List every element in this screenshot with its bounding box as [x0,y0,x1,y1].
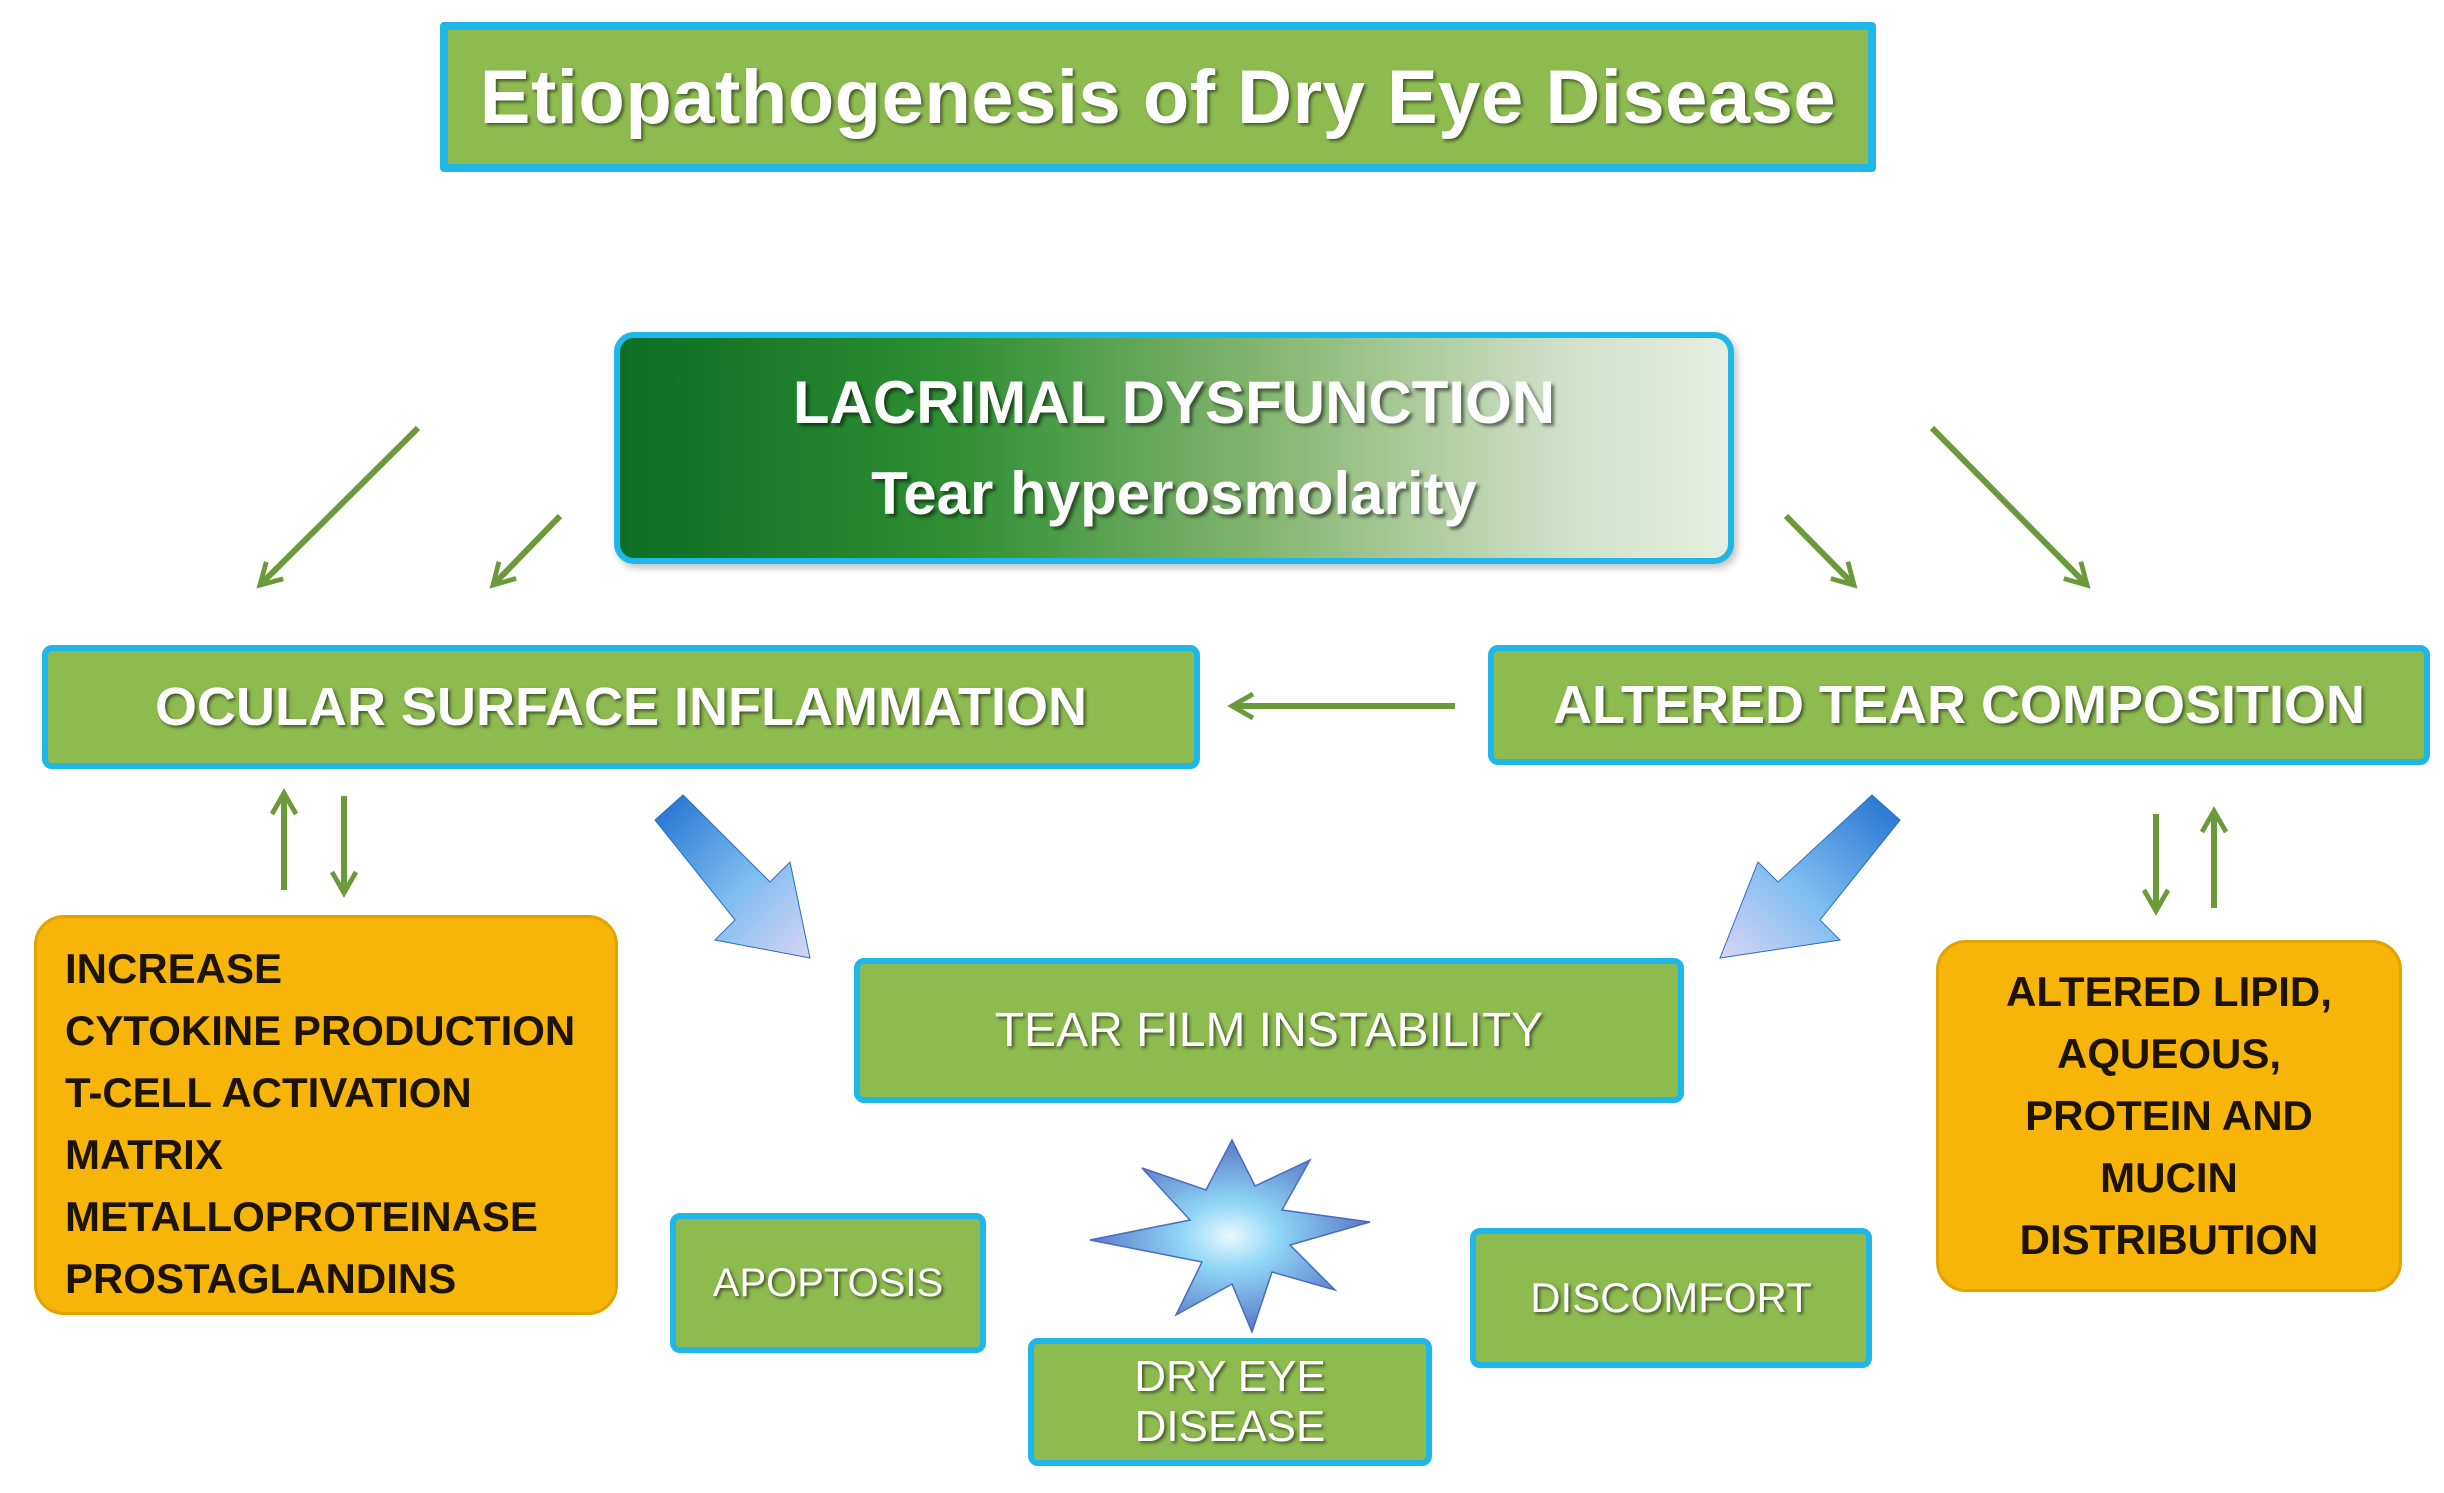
inflammation-effect-item: INCREASE [65,945,283,992]
inflammation-effect-item: CYTOKINE PRODUCTION [65,1007,576,1054]
tear-composition-item: ALTERED LIPID, [2006,968,2332,1015]
tear-composition-item: MUCIN [2100,1154,2238,1201]
diagram-title: Etiopathogenesis of Dry Eye Disease [440,22,1876,172]
lacrimal-dysfunction-label: LACRIMAL DYSFUNCTION [792,369,1556,436]
tear-composition-item: DISTRIBUTION [2019,1216,2319,1263]
tear-hyperosmolarity-label: Tear hyperosmolarity [871,460,1477,527]
tear-composition-item: AQUEOUS, [2056,1030,2282,1077]
lacrimal-dysfunction-box: LACRIMAL DYSFUNCTION Tear hyperosmolarit… [614,332,1734,564]
ocular-surface-inflammation-box: OCULAR SURFACE INFLAMMATION [42,645,1200,769]
inflammation-effect-item: PROSTAGLANDINS [65,1255,457,1302]
discomfort-box: DISCOMFORT [1470,1228,1872,1368]
arrow-to-tear-composition-inner [1783,513,1858,589]
apoptosis-box: APOPTOSIS [670,1213,986,1353]
inflammation-effect-item: T-CELL ACTIVATION [65,1069,472,1116]
tear-composition-item: PROTEIN AND [2025,1092,2313,1139]
blue-arrow-left [654,794,811,959]
inflammation-effect-item: METALLOPROTEINASE [65,1193,538,1240]
star-burst-icon [1089,1138,1371,1335]
tear-composition-effects-box: ALTERED LIPID, AQUEOUS, PROTEIN AND MUCI… [1936,940,2402,1292]
altered-tear-composition-box: ALTERED TEAR COMPOSITION [1488,645,2430,765]
arrow-to-tear-composition-outer [1929,425,2091,589]
blue-arrow-right [1719,794,1901,959]
inflammation-effects-box: INCREASE CYTOKINE PRODUCTION T-CELL ACTI… [34,915,618,1315]
inflammation-effect-item: MATRIX [65,1131,223,1178]
tear-film-instability-box: TEAR FILM INSTABILITY [854,958,1684,1103]
arrow-to-inflammation-outer [256,425,421,589]
dry-eye-disease-box: DRY EYE DISEASE [1028,1338,1432,1466]
arrow-to-inflammation-inner [489,513,563,589]
